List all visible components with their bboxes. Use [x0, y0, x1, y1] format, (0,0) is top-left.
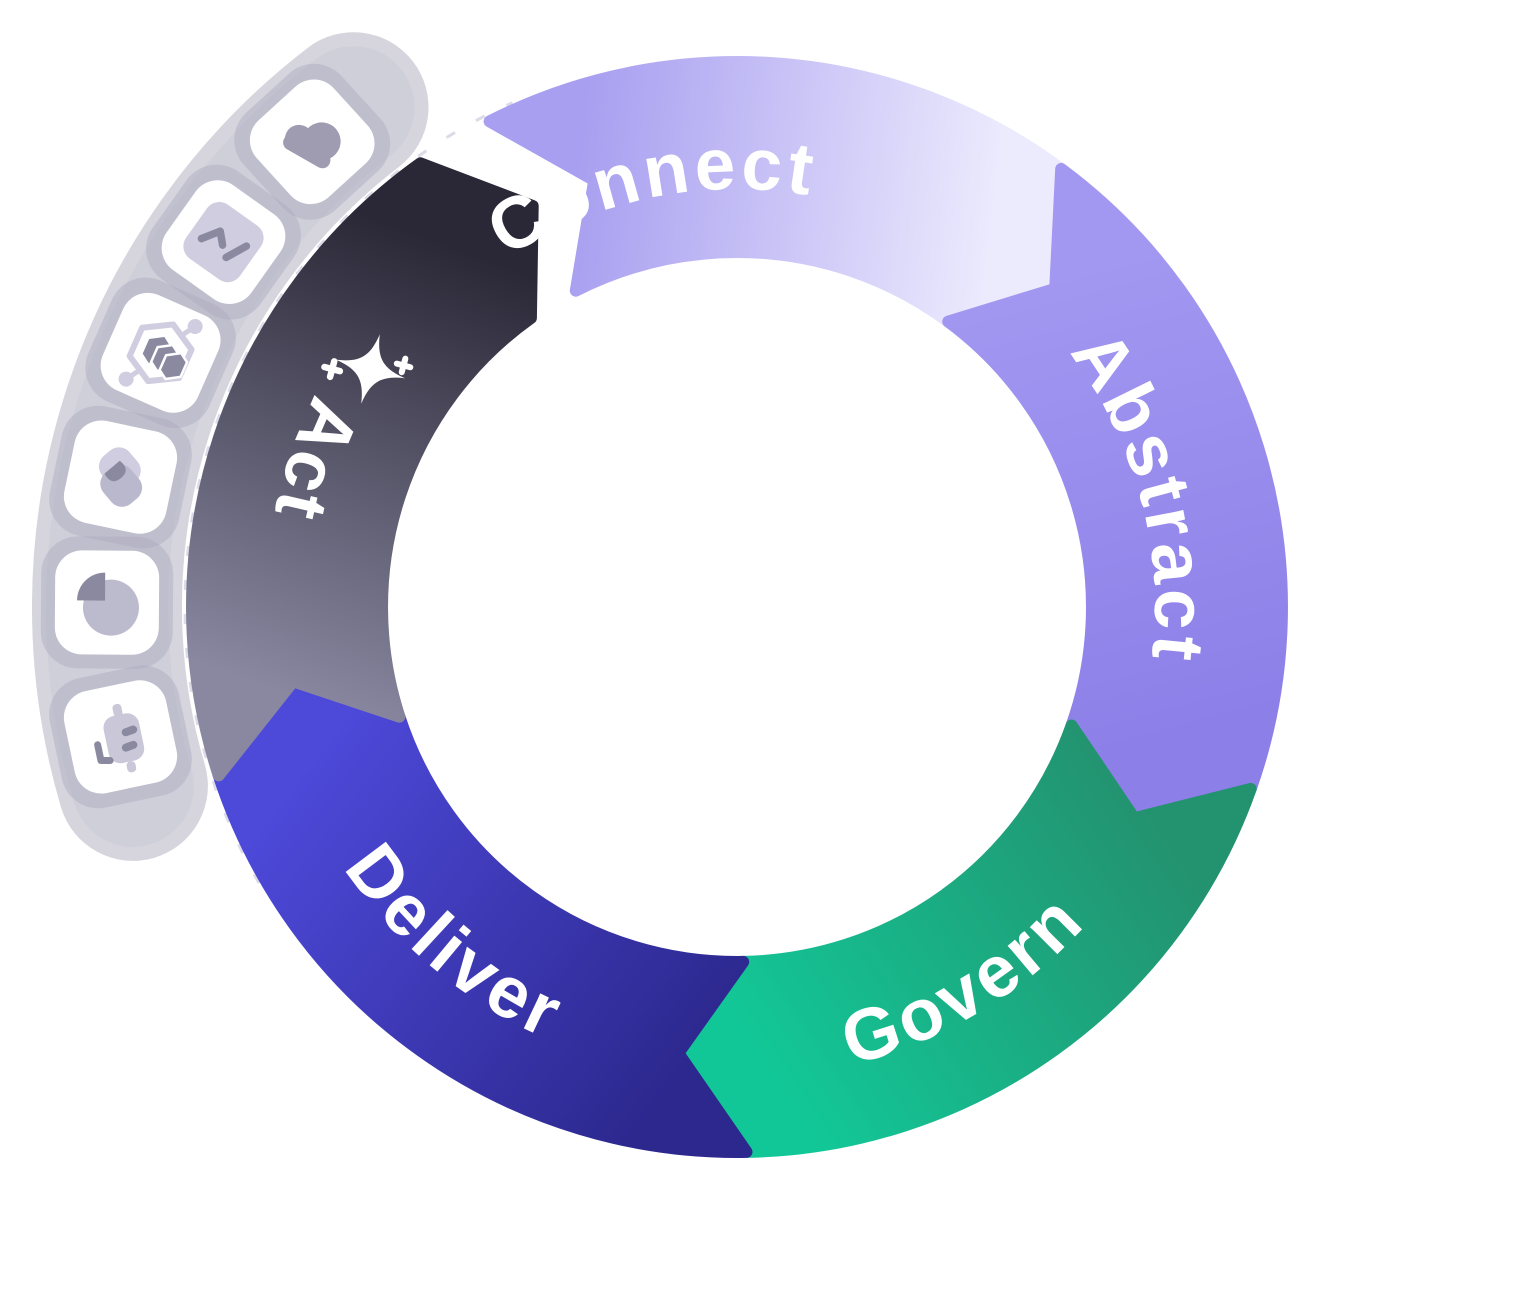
- dashed-arc: [183, 101, 514, 884]
- sparkle-star: [335, 334, 406, 404]
- sync-loops-glyph: [98, 447, 143, 507]
- sparkle-plus-right: [393, 355, 414, 376]
- hexagon-circuit-glyph: [118, 319, 203, 387]
- segment-act: [186, 157, 539, 782]
- sync-loops-icon: [49, 405, 192, 549]
- pie-chart-glyph: [77, 572, 139, 636]
- ai-sparkle-icon: [321, 334, 414, 404]
- code-prompt-icon: [146, 164, 301, 320]
- robot-glyph: [94, 703, 145, 773]
- hexagon-circuit-icon: [85, 277, 236, 429]
- icon-chain-body: [45, 46, 415, 847]
- segment-deliver: [212, 675, 753, 1158]
- cloud-glyph: [283, 122, 341, 169]
- sparkle-plus-left: [321, 358, 344, 381]
- pie-chart-icon: [40, 536, 174, 669]
- cloud-icon: [234, 63, 391, 220]
- segment-abstract: [942, 162, 1288, 825]
- robot-icon: [49, 665, 192, 809]
- code-prompt-glyph: [183, 202, 264, 283]
- icon-chain: [31, 32, 429, 861]
